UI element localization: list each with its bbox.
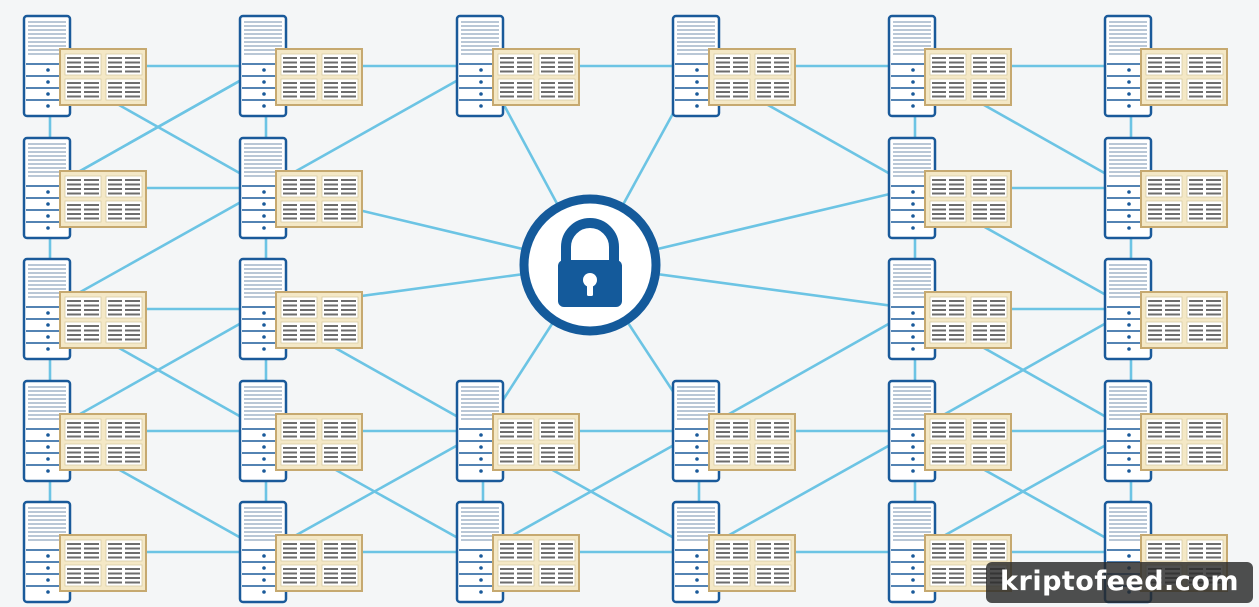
ledger-icon (59, 534, 147, 592)
server-icon (22, 379, 72, 483)
ledger-icon (492, 413, 580, 471)
server-icon (887, 257, 937, 361)
ledger-icon (924, 413, 1012, 471)
ledger-icon (275, 48, 363, 106)
network-node (238, 500, 363, 604)
network-nodes (22, 14, 1228, 604)
network-link (49, 64, 267, 190)
ledger-icon (708, 48, 796, 106)
network-node (671, 500, 796, 604)
network-node (238, 14, 363, 118)
network-node (1103, 14, 1228, 118)
server-icon (22, 136, 72, 240)
ledger-icon (924, 170, 1012, 228)
ledger-icon (59, 413, 147, 471)
ledger-icon (708, 413, 796, 471)
ledger-icon (59, 291, 147, 349)
network-node (1103, 257, 1228, 361)
network-node (22, 379, 147, 483)
ledger-icon (1140, 48, 1228, 106)
network-link (914, 307, 1132, 433)
server-icon (671, 500, 721, 604)
ledger-icon (924, 48, 1012, 106)
padlock-icon (519, 194, 661, 336)
watermark: kriptofeed.com (986, 562, 1253, 603)
network-node (455, 500, 580, 604)
ledger-icon (1140, 291, 1228, 349)
network-node (22, 257, 147, 361)
network-link (698, 429, 916, 554)
server-icon (238, 14, 288, 118)
server-icon (238, 136, 288, 240)
ledger-icon (59, 48, 147, 106)
server-icon (887, 379, 937, 483)
server-icon (671, 14, 721, 118)
ledger-icon (708, 534, 796, 592)
server-icon (1103, 136, 1153, 240)
server-icon (238, 500, 288, 604)
network-link (265, 429, 484, 554)
ledger-icon (275, 413, 363, 471)
ledger-icon (275, 170, 363, 228)
network-node (238, 257, 363, 361)
network-node (887, 136, 1012, 240)
ledger-icon (492, 48, 580, 106)
ledger-icon (1140, 413, 1228, 471)
network-node (887, 257, 1012, 361)
network-node (455, 14, 580, 118)
ledger-icon (1140, 170, 1228, 228)
network-node (238, 136, 363, 240)
network-node (22, 500, 147, 604)
network-node (1103, 379, 1228, 483)
network-node (887, 14, 1012, 118)
server-icon (22, 14, 72, 118)
network-node (238, 379, 363, 483)
ledger-icon (275, 534, 363, 592)
ledger-icon (492, 534, 580, 592)
network-link (49, 186, 267, 311)
network-link (698, 307, 916, 433)
network-node (671, 14, 796, 118)
ledger-icon (275, 291, 363, 349)
network-node (887, 379, 1012, 483)
server-icon (887, 136, 937, 240)
network-link (265, 64, 484, 190)
network-node (671, 379, 796, 483)
network-link (914, 429, 1132, 554)
network-node (1103, 136, 1228, 240)
ledger-icon (924, 291, 1012, 349)
network-node (22, 136, 147, 240)
network-node (455, 379, 580, 483)
ledger-icon (59, 170, 147, 228)
network-node (22, 14, 147, 118)
